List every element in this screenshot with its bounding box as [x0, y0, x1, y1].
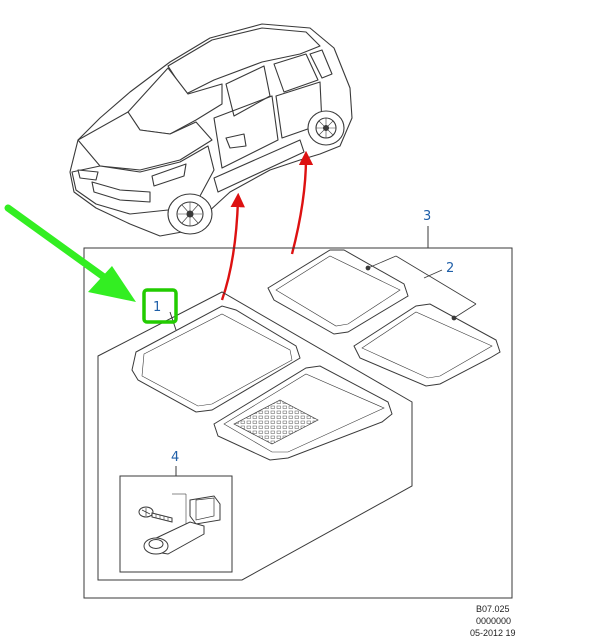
install-arrow-rear — [290, 150, 314, 255]
car-front-door — [213, 95, 279, 169]
rear-mat-left — [267, 249, 409, 335]
callout-4: 4 — [171, 450, 179, 465]
callout-1: 1 — [153, 300, 161, 315]
leader-2 — [365, 255, 477, 321]
car-front-wheel — [167, 193, 213, 235]
car-headlight-left — [77, 169, 99, 181]
car-grille — [91, 181, 151, 203]
reference-date: 05-2012 19 — [470, 628, 516, 638]
car-illustration — [69, 23, 353, 237]
car-quarter-window — [309, 49, 333, 79]
front-mat-driver — [131, 305, 301, 413]
callout-3: 3 — [423, 209, 431, 224]
car-rear-side-window — [273, 53, 319, 93]
car-front-side-window — [225, 65, 271, 117]
heel-pad — [233, 399, 319, 445]
fixing-kit-box — [119, 475, 233, 573]
rear-mat-right — [353, 303, 501, 387]
reference-number: 0000000 — [476, 616, 511, 626]
car-headlight-right — [151, 163, 187, 187]
mat-kit-frame — [83, 247, 513, 599]
car-roof — [167, 27, 321, 95]
install-arrow-front — [220, 192, 245, 301]
fixing-clip — [143, 493, 221, 555]
callout-1-highlight — [142, 288, 178, 324]
pointer-arrow — [4, 204, 136, 302]
car-bonnet — [77, 111, 213, 171]
front-mat-passenger — [213, 365, 393, 461]
fixing-screw — [138, 506, 173, 523]
car-mirror — [225, 133, 247, 149]
callout-2: 2 — [446, 261, 454, 276]
reference-block: B07.025 0000000 05-2012 19 — [470, 604, 516, 638]
reference-code: B07.025 — [476, 604, 510, 614]
car-rear-wheel — [307, 110, 345, 146]
